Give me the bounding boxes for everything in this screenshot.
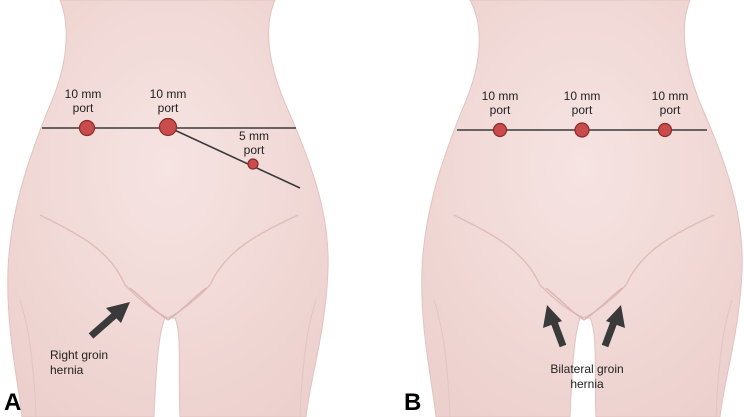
right-hip-a (299, 299, 317, 417)
hernia-arrow-b-right (601, 305, 625, 348)
panel-b: 10 mm port 10 mm port 10 mm port Bilater… (404, 0, 743, 417)
belly-shadow-a (39, 214, 299, 319)
hernia-label-b-line2: hernia (570, 377, 604, 391)
left-hip-b (433, 299, 451, 417)
port-b-3-label-size: 10 mm (652, 89, 689, 103)
port-a-3 (247, 158, 259, 170)
port-b-3-label-port: port (660, 103, 681, 117)
groin-crease-b (545, 287, 623, 321)
port-a-2-label-port: port (158, 101, 179, 115)
port-a-2-label-size: 10 mm (150, 87, 187, 101)
port-a-2 (158, 117, 178, 137)
port-a-3-label-port: port (244, 143, 265, 157)
port-b-1-label-size: 10 mm (482, 89, 519, 103)
left-hip-a (19, 299, 37, 417)
torso-b (421, 0, 743, 417)
right-hip-b (715, 299, 733, 417)
panel-letter-a: A (4, 389, 21, 416)
hernia-label-b-line1: Bilateral groin (550, 362, 623, 376)
hernia-arrow-b-left (543, 305, 567, 348)
hernia-label-a-line1: Right groin (50, 348, 108, 362)
port-b-1 (492, 122, 508, 138)
port-a-1 (78, 119, 96, 137)
hernia-arrow-a (88, 302, 130, 339)
groin-crease-a (129, 287, 207, 321)
port-line-diagonal-a (167, 126, 301, 189)
port-b-2-label-port: port (572, 103, 593, 117)
port-b-1-label-port: port (490, 103, 511, 117)
port-b-2-label-size: 10 mm (564, 89, 601, 103)
port-b-3 (657, 122, 673, 138)
port-a-3-label-size: 5 mm (239, 129, 269, 143)
torso-a (7, 0, 329, 417)
hernia-label-a-line2: hernia (50, 363, 84, 377)
port-a-1-label-port: port (73, 101, 94, 115)
belly-shadow-b (453, 214, 715, 319)
port-a-1-label-size: 10 mm (65, 87, 102, 101)
panel-a: 10 mm port 10 mm port 5 mm port Right gr… (4, 0, 329, 417)
panel-letter-b: B (404, 389, 421, 416)
port-b-2 (574, 122, 590, 138)
